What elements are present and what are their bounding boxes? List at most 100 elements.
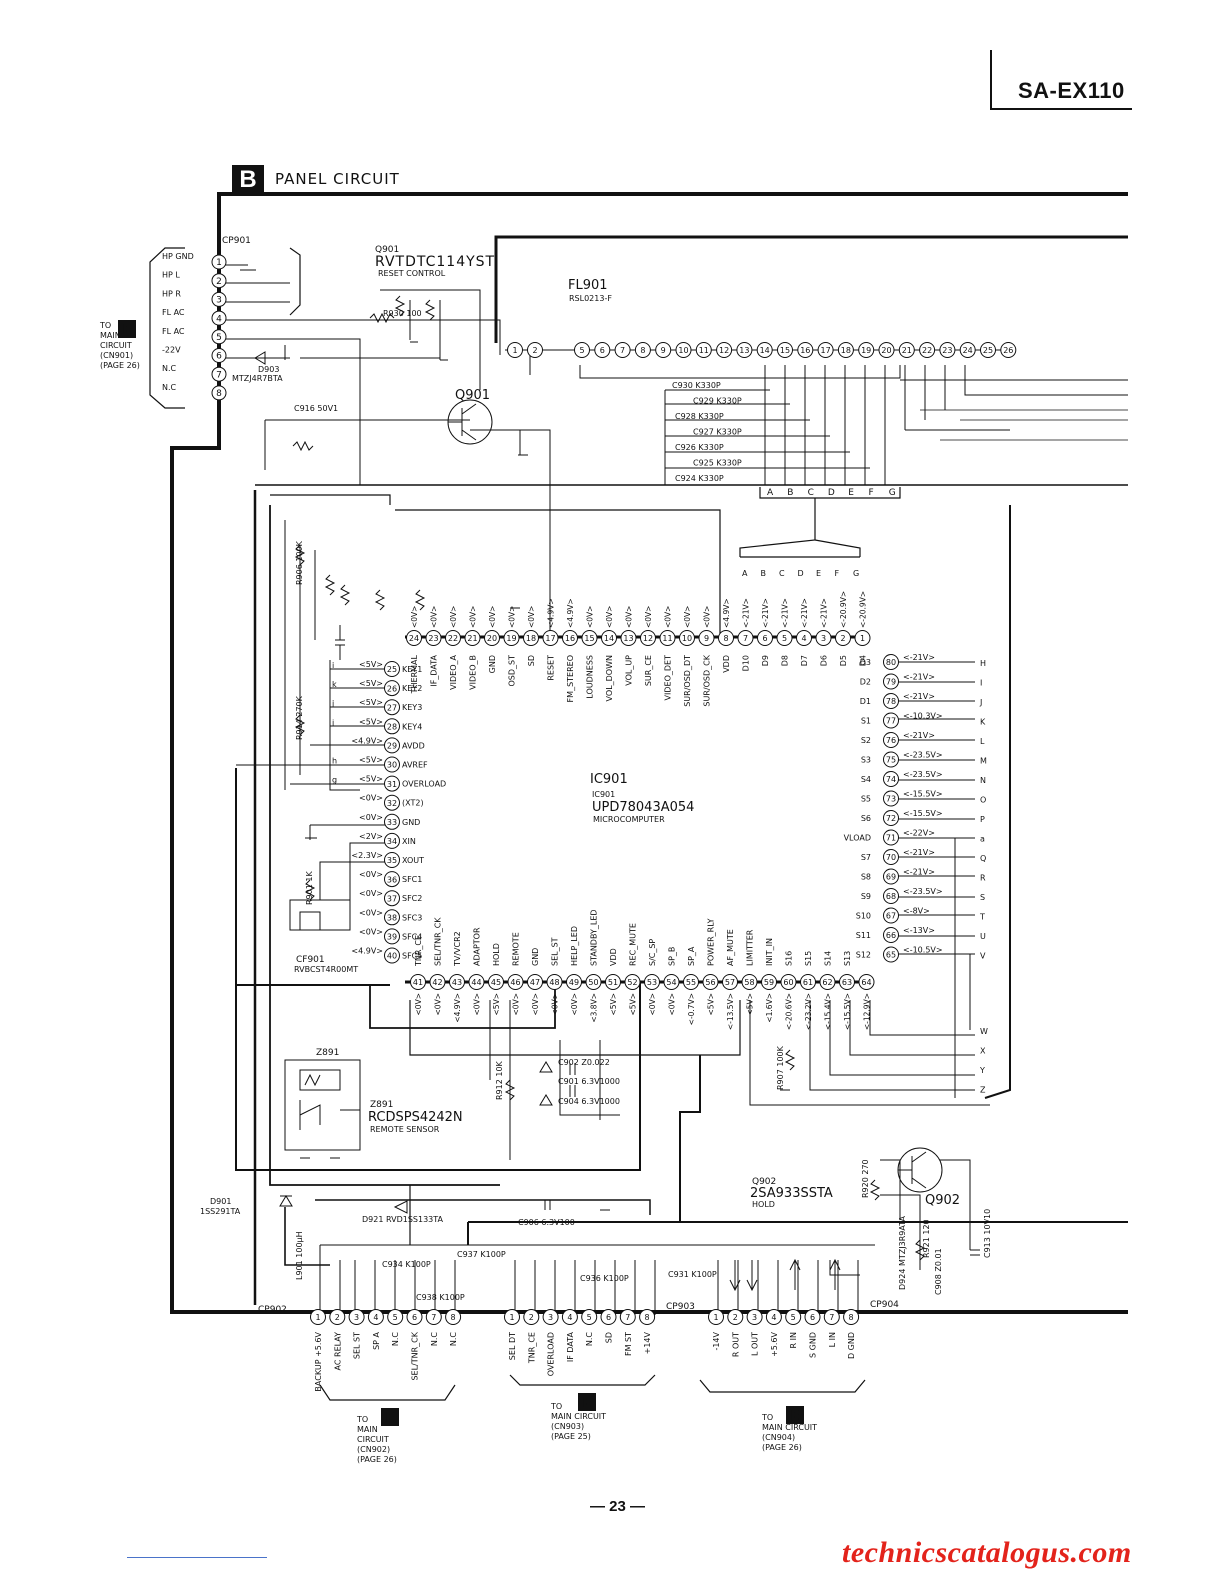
bottom-part-label: C938 K100P	[416, 1293, 465, 1302]
cp904-signal-5: R IN	[789, 1332, 798, 1348]
cp903-signal-5: N.C	[585, 1332, 594, 1347]
cp904-pin-8-ring	[843, 1309, 860, 1325]
ic901-pin-79-number: 79	[886, 678, 896, 687]
ic901-pin-76-ring	[883, 732, 899, 748]
cp904-pin-4-number: 4	[771, 1313, 776, 1322]
ic901-pin-80-number: 80	[886, 658, 896, 667]
ic901-name-44: ADAPTOR	[473, 927, 482, 966]
ic901-pin-23-ring	[425, 630, 442, 646]
ic901-pin-26-ring	[384, 680, 400, 697]
ic901-pin-45-number: 45	[491, 978, 501, 987]
ic901-pin-72-number: 72	[886, 814, 896, 823]
ic901-pin-49: 49	[566, 974, 582, 990]
section-title: PANEL CIRCUIT	[275, 170, 400, 188]
ic901-pin-12-number: 12	[643, 634, 653, 643]
ic901-pin-67-ring	[883, 907, 899, 924]
ic901-volt-39: <0V>	[359, 927, 383, 936]
cp903-pin-1-ring	[504, 1309, 520, 1325]
ic901-pin-51-number: 51	[608, 978, 618, 987]
fl901-pin-20: 20	[878, 342, 895, 358]
ic901-name-37: SFC2	[402, 894, 422, 903]
ic901-part: UPD78043A054	[592, 800, 694, 815]
cp902-pin-3-number: 3	[354, 1313, 359, 1322]
cp901-pin-4-ring	[211, 310, 227, 326]
c906-label: C906 6.3V100	[518, 1218, 575, 1227]
ic901-volt-72: <-15.5V>	[903, 809, 943, 818]
cp903-pin-1: 1	[504, 1309, 520, 1325]
cp903-signal-3: OVERLOAD	[547, 1332, 556, 1376]
e-badge	[578, 1393, 596, 1411]
cp901-pin-2-ring	[211, 273, 227, 289]
ic901-pin-5: 5	[776, 630, 793, 646]
fl901-pin-23-ring	[939, 342, 956, 358]
ic901-pin-7-number: 7	[743, 634, 748, 643]
ic901-pin-44-number: 44	[471, 978, 481, 987]
ic901-volt-29: <4.9V>	[351, 736, 383, 745]
cp901-pin-6-number: 6	[216, 352, 222, 362]
cp901-pin-2: 2	[211, 273, 227, 289]
ic901-pin-75-number: 75	[886, 756, 896, 765]
ic901-volt-71: <-22V>	[903, 829, 935, 838]
side-letter-X: X	[980, 1047, 986, 1056]
ic901-left-letter-27: j	[331, 699, 334, 708]
cp902-signal-1: BACKUP +5.6V	[314, 1331, 323, 1391]
ic901-pin-80: 80	[883, 654, 899, 670]
fl901-pin-14: 14	[756, 342, 773, 358]
ic901-pin-53: 53	[644, 974, 660, 990]
cp902-pin-3: 3	[348, 1309, 365, 1325]
ic901-pin-25: 25	[384, 661, 400, 677]
q902-part: 2SA933SSTA	[750, 1186, 833, 1201]
fl901-pin-8-number: 8	[640, 346, 645, 355]
ic901-pin-14-number: 14	[604, 634, 614, 643]
fl901-pin-5-number: 5	[579, 346, 584, 355]
ic901-pin-24: 24	[406, 630, 422, 646]
r901-label: R901 1K	[305, 871, 314, 905]
ic901-volt-75: <-23.5V>	[903, 751, 943, 760]
fl901-pin-11-ring	[695, 342, 712, 358]
ic901-pin-30: 30	[384, 756, 400, 773]
ic901-volt-36: <0V>	[359, 870, 383, 879]
cp901-signal-3: HP R	[162, 289, 181, 298]
ic901-pin-23-number: 23	[428, 634, 438, 643]
fl-grid-letter-F: F	[869, 488, 874, 498]
ic901-pin-52-ring	[624, 974, 641, 990]
ic901-pin-28-ring	[384, 718, 400, 735]
ic901-pin-37: 37	[384, 890, 400, 907]
ic901-pin-78-ring	[883, 693, 899, 709]
ic901-pin-68-number: 68	[886, 892, 896, 901]
ic901-pin-48: 48	[546, 974, 563, 990]
ic901-name-14: VOL_DOWN	[605, 655, 614, 701]
cp903-signal-2: TNR_CE	[527, 1332, 536, 1364]
ic901-name-66: S11	[856, 931, 871, 940]
ic901-name-62: S14	[824, 951, 833, 966]
cp901-pin-3-ring	[211, 291, 227, 307]
ic901-name-56: POWER_RLY	[707, 918, 716, 966]
cp902-pin-4: 4	[367, 1309, 384, 1325]
cp903-pin-7: 7	[619, 1309, 636, 1325]
cp904-pin-5: 5	[785, 1309, 802, 1325]
bottom-part-label: R921 120	[922, 1219, 931, 1258]
ic901-pin-6: 6	[757, 630, 773, 646]
ic901-left-letter-26: k	[332, 680, 337, 689]
ic901-pin-63: 63	[839, 974, 855, 990]
ic901-pin-40-ring	[384, 947, 400, 964]
ic901-name-41: TNR_CE	[414, 935, 423, 967]
cp904-signal-8: D GND	[847, 1332, 856, 1359]
fl901-pin-10: 10	[675, 342, 692, 358]
ic901-pin-32-number: 32	[387, 799, 397, 808]
fl901-pin-9-number: 9	[661, 346, 666, 355]
ic901-volt-41: <0V>	[414, 993, 423, 1015]
fl901-pin-24-ring	[959, 342, 976, 358]
ic901-name-71: VLOAD	[844, 834, 871, 843]
r912-label: R912 10K	[495, 1060, 504, 1100]
ic901-pin-64-number: 64	[861, 978, 871, 987]
ic901-pin-47: 47	[527, 974, 543, 990]
ic901-volt-19: <0V>	[508, 606, 517, 628]
ic901-pin-73: 73	[883, 790, 899, 807]
ic901-name-26: KEY2	[402, 684, 422, 693]
ic901-pin-14-ring	[601, 630, 617, 646]
cp902-signal-8: N.C	[449, 1332, 458, 1347]
ic901-name-59: INIT_IN	[765, 938, 774, 966]
ic901-pin-80-ring	[883, 654, 899, 670]
ic901-volt-74: <-23.5V>	[903, 770, 943, 779]
